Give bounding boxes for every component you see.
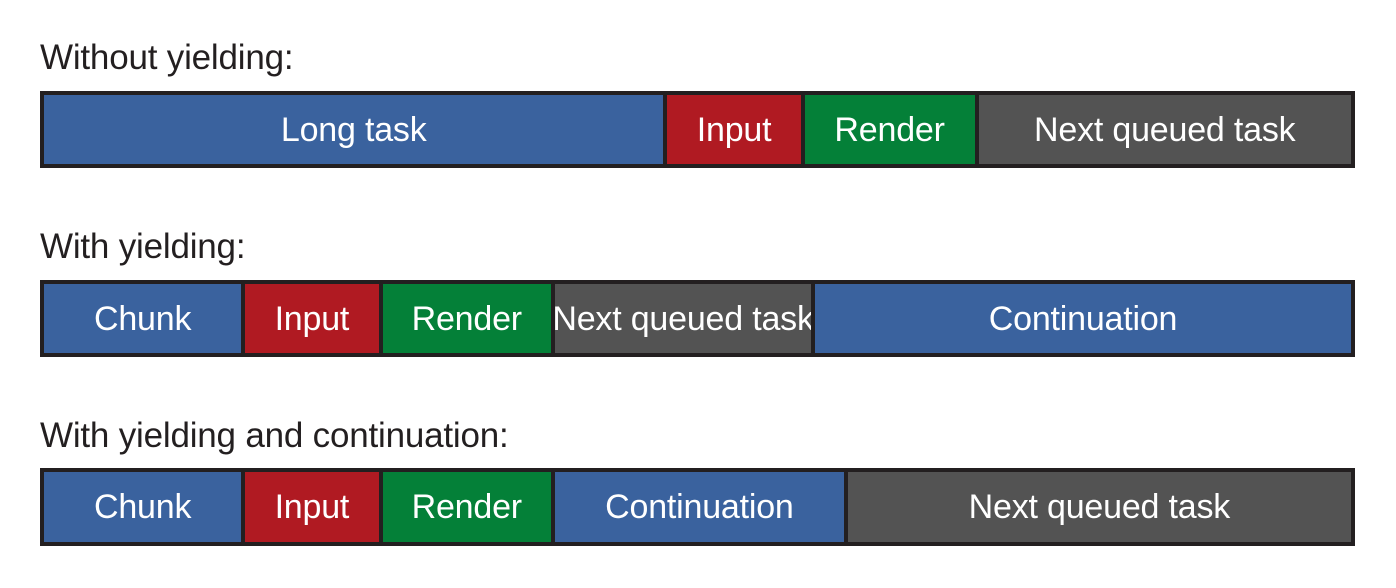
row-label-with-yielding: With yielding: xyxy=(40,227,246,266)
segment-chunk: Chunk xyxy=(44,472,246,542)
segment-chunk: Chunk xyxy=(44,284,246,353)
segment-next-queued-task: Next queued task xyxy=(978,95,1351,164)
row-label-with-yielding-and-continuation: With yielding and continuation: xyxy=(40,416,509,455)
segment-long-task: Long task xyxy=(44,95,668,164)
row-label-without-yielding: Without yielding: xyxy=(40,38,294,77)
segment-continuation: Continuation xyxy=(815,284,1351,353)
segment-input: Input xyxy=(245,284,383,353)
segment-render: Render xyxy=(382,472,556,542)
timeline-without-yielding: Long task Input Render Next queued task xyxy=(40,91,1355,168)
segment-next-queued-task: Next queued task xyxy=(555,284,816,353)
segment-continuation: Continuation xyxy=(555,472,848,542)
segment-next-queued-task: Next queued task xyxy=(847,472,1351,542)
segment-render: Render xyxy=(382,284,556,353)
segment-input: Input xyxy=(667,95,805,164)
segment-render: Render xyxy=(804,95,979,164)
timeline-with-yielding-and-continuation: Chunk Input Render Continuation Next que… xyxy=(40,468,1355,546)
segment-input: Input xyxy=(245,472,383,542)
timeline-with-yielding: Chunk Input Render Next queued task Cont… xyxy=(40,280,1355,357)
